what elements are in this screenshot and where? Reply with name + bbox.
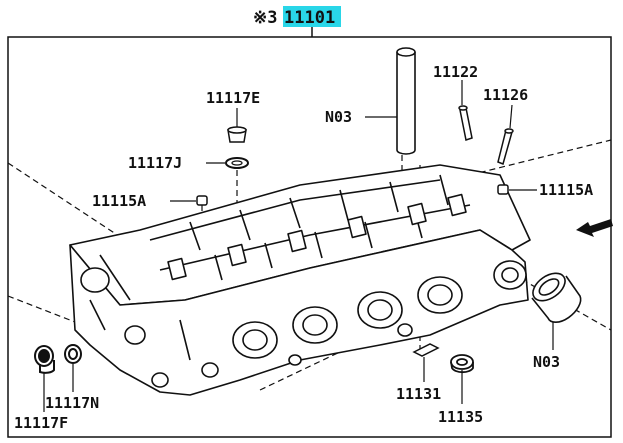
diagram-frame [7, 36, 612, 438]
label-11117f: 11117F [14, 414, 68, 432]
label-11115a-left: 11115A [92, 192, 146, 210]
arrow-left-icon [576, 219, 613, 237]
valve-guide-11122 [458, 105, 473, 141]
valve-guide-11126 [497, 128, 514, 166]
label-11117e: 11117E [206, 89, 260, 107]
label-11115a-right: 11115A [539, 181, 593, 199]
plug-11135 [450, 354, 474, 374]
header-prefix: ※3 [253, 8, 277, 28]
label-11135: 11135 [438, 408, 483, 426]
label-11131: 11131 [396, 385, 441, 403]
header-label: ※3 11101 [253, 6, 341, 37]
leader-11126 [509, 104, 513, 129]
plug-11117e [227, 126, 247, 143]
cylinder-head-assembly [69, 164, 531, 396]
header-part-number: 11101 [284, 8, 335, 28]
gasket-11131 [412, 343, 440, 357]
n03-top-tube [396, 47, 416, 155]
label-11117j: 11117J [128, 154, 182, 172]
label-n03-bottom: N03 [533, 353, 560, 371]
label-11122: 11122 [433, 63, 478, 81]
label-11117n: 11117N [45, 394, 99, 412]
n03-bottom-cylinder [531, 272, 582, 324]
pin-11115a-right [497, 184, 509, 195]
plug-11117f [34, 345, 55, 374]
label-11126: 11126 [483, 86, 528, 104]
gasket-11117j [225, 157, 249, 169]
pin-11115a-left [196, 195, 208, 206]
label-n03-top: N03 [325, 108, 352, 126]
seal-11117n [64, 344, 82, 364]
part-number-highlight [283, 6, 341, 27]
